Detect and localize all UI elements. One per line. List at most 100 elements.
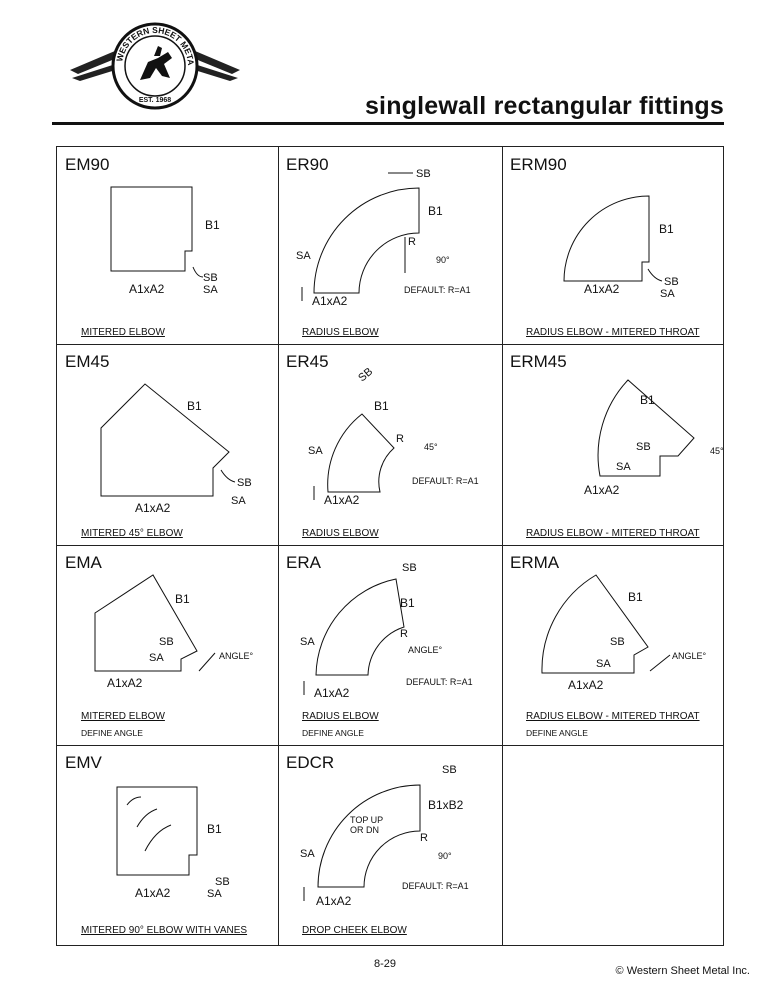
svg-text:90°: 90° [436, 255, 450, 265]
svg-text:ANGLE°: ANGLE° [672, 651, 707, 661]
svg-text:OR DN: OR DN [350, 825, 379, 835]
erma-diagram: B1 SB SA ANGLE° A1xA2 [541, 574, 707, 692]
svg-text:SB: SB [402, 562, 417, 574]
svg-text:SB: SB [356, 366, 375, 385]
svg-text:TOP UP: TOP UP [350, 815, 383, 825]
grid-divider [502, 147, 503, 945]
page-title: singlewall rectangular fittings [364, 92, 724, 120]
fitting-code: ER45 [286, 352, 329, 371]
svg-text:B1: B1 [207, 822, 222, 836]
svg-text:SB: SB [636, 441, 651, 453]
fitting-code: EM45 [65, 352, 110, 371]
svg-text:SB: SB [159, 636, 174, 648]
svg-text:SA: SA [660, 288, 675, 300]
svg-text:SB: SB [215, 876, 230, 888]
fitting-erm45: ERM45 B1 SB SA 45° A1xA2 RADIUS ELBOW - … [502, 344, 725, 545]
fitting-er90: ER90 B1 SB SA R 90° DEFAULT: R=A1 A1xA2 … [278, 147, 502, 344]
svg-text:B1xB2: B1xB2 [428, 798, 464, 812]
erm45-diagram: B1 SB SA 45° A1xA2 [584, 379, 724, 497]
fitting-era: ERA B1 SB SA R ANGLE° DEFAULT: R=A1 A1xA… [278, 545, 502, 745]
svg-text:SA: SA [596, 658, 611, 670]
erm90-diagram: B1 A1xA2 SB SA [563, 195, 679, 300]
svg-text:DEFAULT: R=A1: DEFAULT: R=A1 [406, 677, 473, 687]
fitting-code: ERM45 [510, 352, 567, 371]
svg-text:A1xA2: A1xA2 [316, 894, 352, 908]
svg-text:ANGLE°: ANGLE° [219, 651, 254, 661]
copyright: © Western Sheet Metal Inc. [615, 965, 750, 977]
svg-text:A1xA2: A1xA2 [314, 686, 350, 700]
svg-text:B1: B1 [175, 592, 190, 606]
fitting-caption: RADIUS ELBOW [302, 528, 379, 539]
svg-text:SA: SA [149, 652, 164, 664]
fitting-caption: RADIUS ELBOW - MITERED THROAT [526, 711, 700, 722]
fitting-caption: RADIUS ELBOW - MITERED THROAT [526, 327, 700, 338]
svg-text:A1xA2: A1xA2 [584, 483, 620, 497]
svg-text:SA: SA [300, 636, 315, 648]
fitting-subcaption: DEFINE ANGLE [81, 728, 143, 738]
svg-text:SA: SA [616, 461, 631, 473]
fitting-em45: EM45 B1 A1xA2 SB SA MITERED 45° ELBOW [57, 344, 278, 545]
svg-text:DEFAULT: R=A1: DEFAULT: R=A1 [402, 881, 469, 891]
grid-divider [57, 745, 723, 746]
title-rule [52, 122, 724, 125]
page-number: 8-29 [374, 958, 397, 970]
svg-text:A1xA2: A1xA2 [568, 678, 604, 692]
svg-text:R: R [396, 433, 404, 445]
svg-text:B1: B1 [659, 222, 674, 236]
svg-text:R: R [400, 628, 408, 640]
fitting-code: EM90 [65, 155, 110, 174]
fitting-ema: EMA B1 A1xA2 SB SA ANGLE° MITERED ELBOW … [57, 545, 278, 745]
svg-text:ANGLE°: ANGLE° [408, 645, 443, 655]
fitting-code: ERA [286, 553, 321, 572]
svg-text:B1: B1 [428, 204, 443, 218]
svg-text:SA: SA [203, 284, 218, 296]
svg-text:SB: SB [610, 636, 625, 648]
fitting-caption: DROP CHEEK ELBOW [302, 925, 407, 936]
svg-text:SA: SA [231, 495, 246, 507]
fitting-caption: MITERED ELBOW [81, 711, 165, 722]
fitting-subcaption: DEFINE ANGLE [302, 728, 364, 738]
em45-diagram: B1 A1xA2 SB SA [100, 383, 252, 515]
grid-divider [57, 344, 723, 345]
grid-divider [57, 545, 723, 546]
svg-text:DEFAULT: R=A1: DEFAULT: R=A1 [412, 476, 479, 486]
svg-text:45°: 45° [424, 442, 438, 452]
fitting-er45: ER45 B1 SB SA R 45° DEFAULT: R=A1 A1xA2 … [278, 344, 502, 545]
svg-text:A1xA2: A1xA2 [135, 501, 171, 515]
edcr-diagram: B1xB2 SB TOP UP OR DN SA R 90° DEFAULT: … [300, 764, 469, 908]
fitting-erm90: ERM90 B1 A1xA2 SB SA RADIUS ELBOW - MITE… [502, 147, 725, 344]
svg-text:SA: SA [308, 445, 323, 457]
emv-diagram: B1 A1xA2 SB SA [116, 786, 230, 900]
fitting-edcr: EDCR B1xB2 SB TOP UP OR DN SA R 90° DEFA… [278, 745, 502, 947]
svg-text:B1: B1 [205, 218, 220, 232]
fittings-grid: EM90 B1 A1xA2 SB SA MITERED ELBOW ER90 B… [56, 146, 724, 946]
er45-diagram: B1 SB SA R 45° DEFAULT: R=A1 A1xA2 [308, 366, 479, 507]
svg-text:B1: B1 [400, 596, 415, 610]
svg-text:45°: 45° [710, 446, 724, 456]
fitting-erma: ERMA B1 SB SA ANGLE° A1xA2 RADIUS ELBOW … [502, 545, 725, 745]
grid-divider [278, 147, 279, 945]
fitting-caption: RADIUS ELBOW [302, 327, 379, 338]
svg-text:A1xA2: A1xA2 [107, 676, 143, 690]
svg-text:SA: SA [207, 888, 222, 900]
svg-text:B1: B1 [640, 393, 655, 407]
fitting-code: ERMA [510, 553, 560, 572]
svg-text:A1xA2: A1xA2 [324, 493, 360, 507]
svg-text:A1xA2: A1xA2 [312, 294, 348, 308]
fitting-code: EMV [65, 753, 102, 772]
svg-text:R: R [408, 236, 416, 248]
fitting-code: ERM90 [510, 155, 567, 174]
fitting-caption: MITERED 90° ELBOW WITH VANES [81, 925, 248, 936]
svg-text:SB: SB [442, 764, 457, 776]
svg-text:B1: B1 [374, 399, 389, 413]
svg-text:B1: B1 [628, 590, 643, 604]
fitting-caption: RADIUS ELBOW - MITERED THROAT [526, 528, 700, 539]
fitting-subcaption: DEFINE ANGLE [526, 728, 588, 738]
er90-diagram: B1 SB SA R 90° DEFAULT: R=A1 A1xA2 [296, 168, 471, 308]
svg-text:DEFAULT: R=A1: DEFAULT: R=A1 [404, 285, 471, 295]
fitting-emv: EMV B1 A1xA2 SB SA MITERED 90° ELBOW WIT… [57, 745, 278, 947]
ema-diagram: B1 A1xA2 SB SA ANGLE° [94, 574, 254, 690]
svg-text:90°: 90° [438, 851, 452, 861]
fitting-caption: MITERED 45° ELBOW [81, 528, 183, 539]
fitting-caption: RADIUS ELBOW [302, 711, 379, 722]
